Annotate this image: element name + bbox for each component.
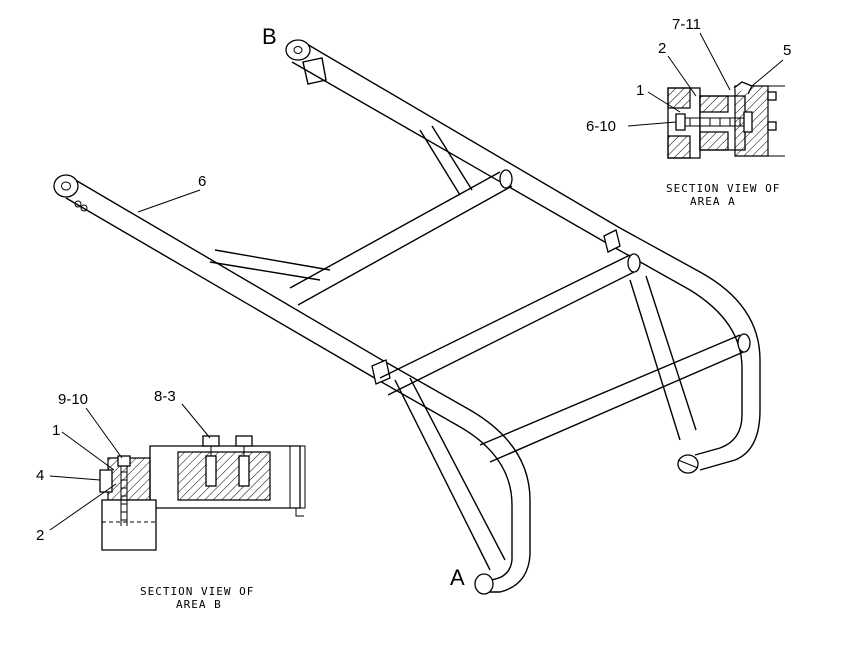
- label-b-1: 1: [52, 422, 60, 439]
- section-view-area-b: [99, 435, 306, 551]
- label-b-2: 2: [36, 527, 44, 544]
- section-view-area-a: [667, 81, 785, 159]
- caption-b-line2: AREA B: [176, 598, 222, 611]
- caption-a-line2: AREA A: [690, 195, 736, 208]
- label-b-8-3: 8-3: [154, 388, 176, 405]
- label-a-2: 2: [658, 40, 666, 57]
- ladder-frame: [53, 39, 761, 595]
- label-point-b: B: [262, 24, 277, 49]
- label-a-7-11: 7-11: [672, 16, 701, 33]
- label-a-5: 5: [783, 42, 791, 59]
- label-b-9-10: 9-10: [58, 391, 88, 408]
- label-a-1: 1: [636, 82, 644, 99]
- label-point-a: A: [450, 565, 465, 590]
- label-b-4: 4: [36, 467, 44, 484]
- caption-a-line1: SECTION VIEW OF: [666, 182, 780, 195]
- label-a-6-10: 6-10: [586, 118, 616, 135]
- label-part-6: 6: [198, 173, 206, 190]
- caption-b-line1: SECTION VIEW OF: [140, 585, 254, 598]
